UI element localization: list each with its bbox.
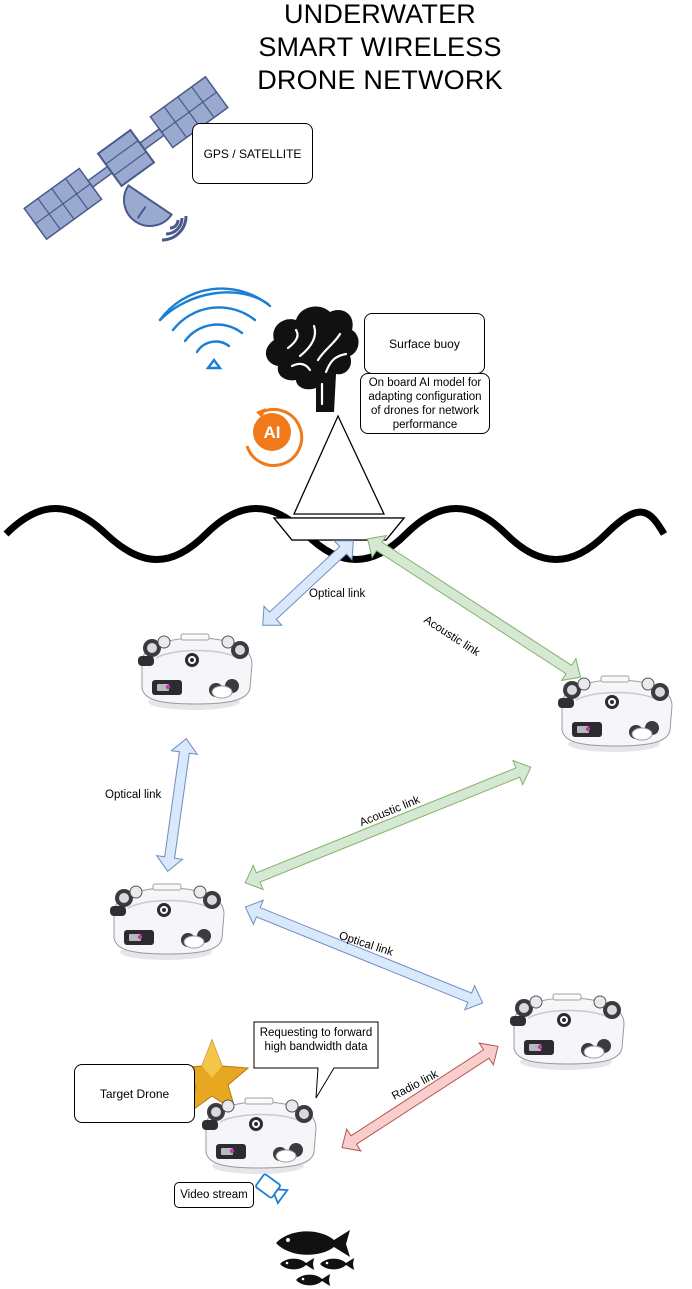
ai-model-box: On board AI model for adapting configura… xyxy=(360,373,490,434)
sea-surface-wave xyxy=(3,505,668,563)
target-drone-label: Target Drone xyxy=(99,1086,170,1101)
brain-icon xyxy=(265,306,359,412)
satellite-icon xyxy=(23,75,229,242)
title-line-3: DRONE NETWORK xyxy=(257,65,503,95)
ai-model-label: On board AI model for adapting configura… xyxy=(368,376,482,431)
drone-icon-4 xyxy=(509,993,625,1071)
acoustic-link-arrow-mid xyxy=(244,759,532,891)
video-stream-label: Video stream xyxy=(180,1189,248,1201)
diagram-title: UNDERWATER SMART WIRELESS DRONE NETWORK xyxy=(70,0,690,97)
optical-link-arrow-buoy xyxy=(262,540,354,626)
gps-satellite-box: GPS / SATELLITE xyxy=(192,123,313,184)
radio-link-arrow xyxy=(341,1042,499,1152)
fish-school-icon xyxy=(276,1230,354,1286)
buoy-base xyxy=(272,517,406,541)
drone-icon-3 xyxy=(109,883,225,961)
ai-badge-label: AI xyxy=(264,423,281,442)
drone-icon-2 xyxy=(557,675,673,753)
optical-link-label-buoy: Optical link xyxy=(309,588,366,600)
surface-buoy-label: Surface buoy xyxy=(389,336,460,351)
optical-link-arrow-mid xyxy=(244,899,484,1011)
request-label: Requesting to forward high bandwidth dat… xyxy=(259,1027,373,1053)
optical-link-label-left: Optical link xyxy=(105,789,162,801)
video-stream-box: Video stream xyxy=(174,1182,254,1208)
title-line-1: UNDERWATER xyxy=(283,0,476,29)
request-callout-text: Requesting to forward high bandwidth dat… xyxy=(254,1026,378,1054)
target-drone-box: Target Drone xyxy=(74,1064,195,1123)
video-camera-icon xyxy=(255,1173,289,1205)
gps-satellite-label: GPS / SATELLITE xyxy=(203,146,302,161)
target-drone-icon xyxy=(201,1097,317,1175)
acoustic-link-arrow-buoy xyxy=(366,534,582,682)
drone-icon-1 xyxy=(137,633,253,711)
title-line-2: SMART WIRELESS xyxy=(258,32,502,62)
wifi-icon xyxy=(158,287,272,370)
request-callout-shape xyxy=(253,1021,379,1099)
surface-buoy-box: Surface buoy xyxy=(364,313,485,374)
ai-icon: AI xyxy=(245,407,304,467)
optical-link-arrow-left xyxy=(155,737,199,873)
